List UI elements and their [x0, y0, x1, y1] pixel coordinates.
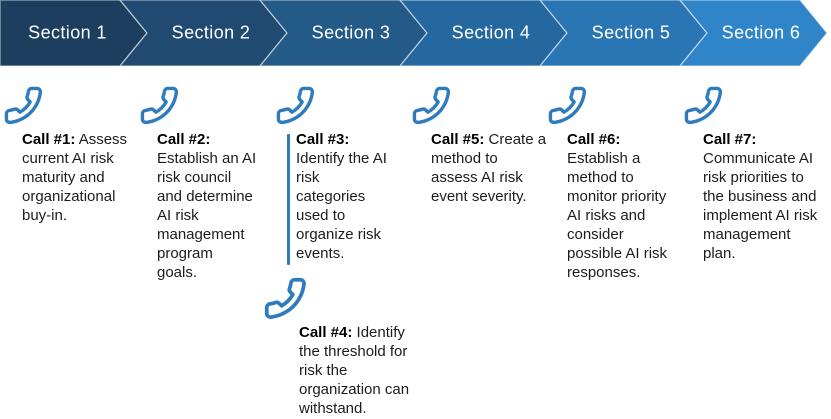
phone-icon	[547, 85, 588, 126]
banner-svg	[0, 0, 828, 66]
call-label: Call #5:	[431, 131, 485, 148]
call-description: Establish an AI risk council and determi…	[157, 150, 257, 281]
phone-icon	[263, 276, 308, 321]
call-label: Call #4:	[299, 324, 353, 341]
banner: Section 1 Section 2 Section 3 Section 4 Sect…	[0, 0, 831, 66]
call-label: Call #3:	[296, 131, 350, 148]
phone-icon	[275, 85, 316, 126]
call-item-4: Call #4: Identify the threshold for risk…	[299, 323, 412, 418]
section-label-1: Section 1	[28, 22, 107, 43]
call-item-7: Call #7: Communicate AI risk priorities …	[703, 130, 824, 263]
call-description: Create a method to assess AI risk event …	[431, 131, 547, 205]
call-description: Assess current AI risk maturity and orga…	[22, 131, 128, 224]
call-label: Call #7:	[703, 131, 757, 148]
phone-icon	[411, 85, 452, 126]
call-description: Establish a method to monitor priority A…	[567, 150, 668, 281]
call-item-5: Call #5: Create a method to assess AI ri…	[431, 130, 548, 206]
section-chevron-5	[539, 0, 708, 66]
section-chevron-6	[679, 0, 828, 66]
call-item-3: Call #3: Identify the AI risk categories…	[296, 130, 391, 263]
section-connector-line	[287, 134, 290, 265]
section-label-6: Section 6	[721, 22, 801, 43]
call-label: Call #2:	[157, 131, 211, 148]
section-chevron-4	[399, 0, 568, 66]
call-label: Call #1:	[22, 131, 76, 148]
section-label-2: Section 2	[171, 22, 251, 43]
call-item-2: Call #2: Establish an AI risk council an…	[157, 130, 257, 282]
call-item-1: Call #1: Assess current AI risk maturity…	[22, 130, 135, 225]
phone-icon	[683, 85, 724, 126]
call-description: Communicate AI risk priorities to the bu…	[703, 150, 818, 262]
call-label: Call #6:	[567, 131, 621, 148]
phone-icon	[139, 85, 180, 126]
call-description: Identify the threshold for risk the orga…	[299, 324, 410, 417]
call-description: Identify the AI risk categories used to …	[296, 150, 387, 262]
phone-icon	[3, 85, 44, 126]
section-chevron-2	[119, 0, 288, 66]
section-label-5: Section 5	[591, 22, 671, 43]
section-chevron-3	[259, 0, 428, 66]
section-label-4: Section 4	[451, 22, 531, 43]
section-label-3: Section 3	[311, 22, 391, 43]
call-item-6: Call #6: Establish a method to monitor p…	[567, 130, 678, 282]
